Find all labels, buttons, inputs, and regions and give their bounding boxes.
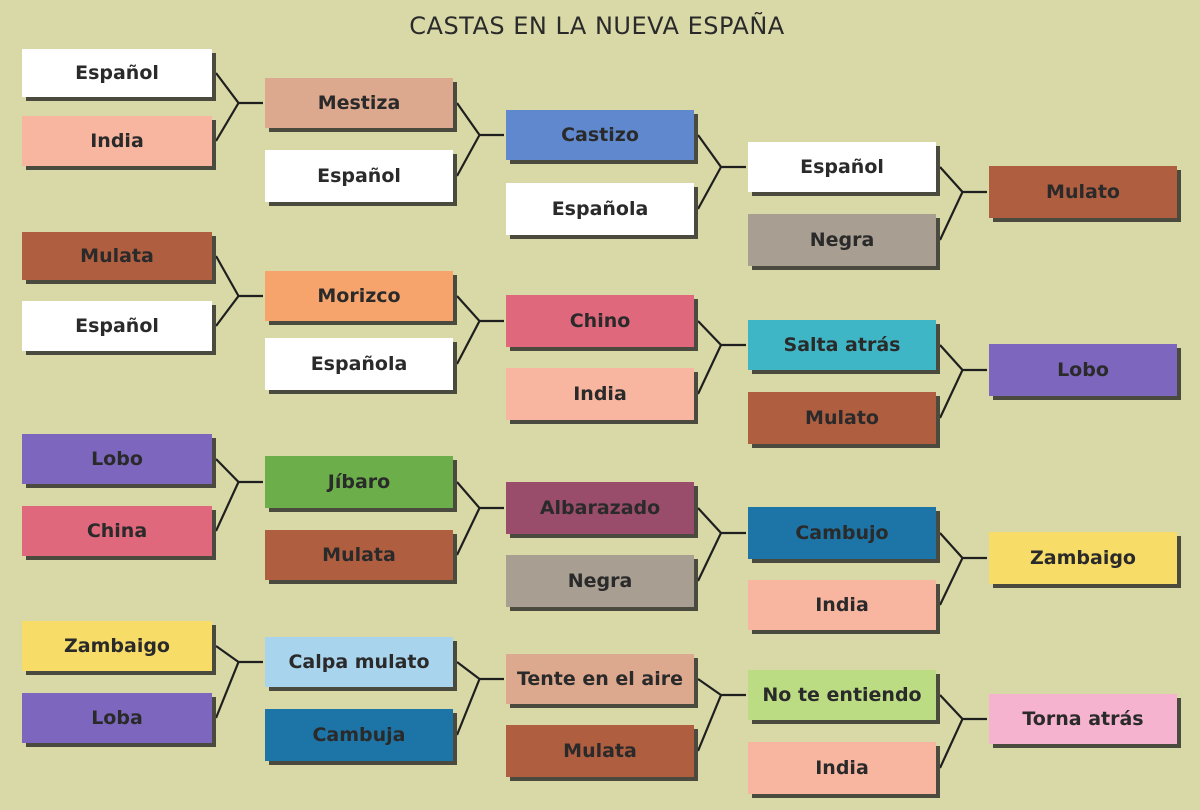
- g0-parent-a: Español: [22, 49, 212, 97]
- g1-gen4a: Salta atrás: [748, 320, 936, 370]
- g3-parent-b: Loba: [22, 693, 212, 743]
- connector-g1-4: [939, 344, 987, 419]
- connector-g3-2: [455, 661, 504, 736]
- g3-partner: Cambuja: [265, 709, 453, 761]
- g3-gen4b: India: [748, 742, 936, 794]
- connector-g3-4: [939, 694, 987, 769]
- g1-parent-b: Español: [22, 301, 212, 351]
- g0-partner: Español: [265, 150, 453, 202]
- g2-parent-b: China: [22, 506, 212, 556]
- connector-g2-2: [456, 481, 504, 556]
- g0-grandchild: Castizo: [506, 110, 694, 160]
- connector-g1-3: [697, 320, 746, 395]
- connector-g2-3: [697, 507, 746, 582]
- g0-result: Mulato: [989, 166, 1177, 218]
- connector-g0-3: [697, 134, 746, 210]
- connector-g3-1: [214, 645, 263, 719]
- g3-partner2: Mulata: [506, 725, 694, 777]
- g0-child: Mestiza: [265, 78, 453, 128]
- connector-g2-4: [939, 532, 987, 606]
- g1-parent-a: Mulata: [22, 232, 212, 280]
- g3-gen4a: No te entiendo: [748, 670, 936, 720]
- connector-g0-4: [939, 166, 987, 241]
- g2-child: Jíbaro: [265, 456, 453, 508]
- connector-g2-1: [215, 458, 263, 532]
- connector-g1-2: [456, 295, 504, 365]
- g0-gen4b: Negra: [748, 214, 936, 266]
- connector-g0-2: [456, 102, 504, 177]
- connector-g1-1: [215, 255, 263, 327]
- diagram-title: CASTAS EN LA NUEVA ESPAÑA: [409, 12, 785, 40]
- connector-g3-3: [696, 678, 746, 752]
- g2-grandchild: Albarazado: [506, 482, 694, 534]
- g0-parent-b: India: [22, 116, 212, 166]
- g1-result: Lobo: [989, 344, 1177, 396]
- g2-gen4a: Cambujo: [748, 507, 936, 559]
- g2-parent-a: Lobo: [22, 434, 212, 484]
- g1-gen4b: Mulato: [748, 392, 936, 444]
- g1-child: Morizco: [265, 271, 453, 321]
- g2-gen4b: India: [748, 580, 936, 630]
- g0-partner2: Española: [506, 183, 694, 235]
- g3-parent-a: Zambaigo: [22, 621, 212, 671]
- g0-gen4a: Español: [748, 142, 936, 192]
- g1-grandchild: Chino: [506, 295, 694, 347]
- g2-result: Zambaigo: [989, 532, 1177, 584]
- g1-partner2: India: [506, 368, 694, 420]
- g2-partner: Mulata: [265, 530, 453, 580]
- g3-grandchild: Tente en el aire: [506, 654, 694, 704]
- g3-result: Torna atrás: [989, 694, 1177, 744]
- g2-partner2: Negra: [506, 555, 694, 607]
- connector-g0-1: [215, 72, 263, 142]
- g1-partner: Española: [265, 338, 453, 390]
- g3-child: Calpa mulato: [265, 637, 453, 687]
